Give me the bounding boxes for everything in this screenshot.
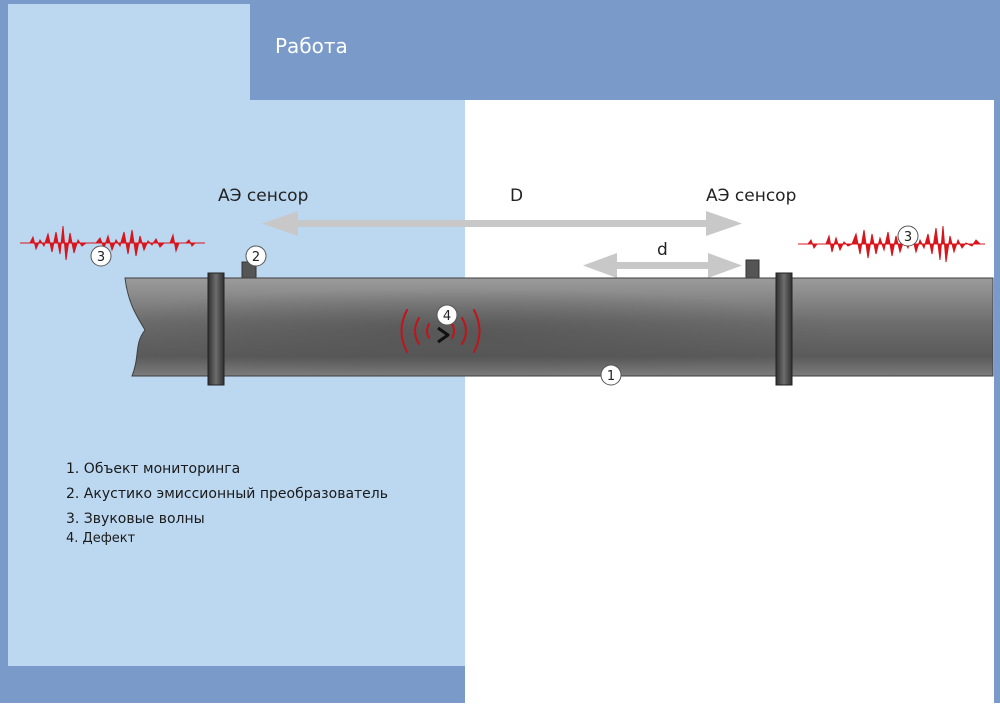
sound-wave-right bbox=[798, 225, 985, 263]
right-border bbox=[994, 0, 1000, 703]
distance-arrow-small bbox=[583, 253, 742, 278]
sound-wave-left bbox=[20, 225, 205, 261]
header-bar bbox=[250, 0, 1000, 100]
marker-defect: 4 bbox=[436, 304, 458, 326]
svg-text:3: 3 bbox=[904, 230, 912, 245]
distance-label-small: d bbox=[657, 240, 668, 260]
sensor-label-left: АЭ сенсор bbox=[218, 186, 308, 206]
marker-transducer: 2 bbox=[245, 245, 267, 267]
marker-wave-left: 3 bbox=[90, 245, 112, 267]
sensor-right bbox=[745, 259, 760, 280]
legend-item: 3. Звуковые волны bbox=[66, 511, 205, 527]
svg-text:1: 1 bbox=[607, 369, 615, 384]
footer-bar bbox=[0, 666, 465, 703]
legend-item: 4. Дефект bbox=[66, 531, 136, 546]
svg-text:4: 4 bbox=[443, 309, 451, 324]
legend: 1. Объект мониторинга 2. Акустико эмисси… bbox=[66, 461, 388, 546]
clamp-left bbox=[207, 272, 225, 386]
marker-wave-right: 3 bbox=[897, 225, 919, 247]
left-border bbox=[0, 0, 8, 703]
distance-arrow-big bbox=[262, 211, 742, 236]
distance-label-big: D bbox=[510, 186, 523, 206]
defect-crack bbox=[437, 326, 450, 344]
sensor-label-right: АЭ сенсор bbox=[706, 186, 796, 206]
marker-pipe: 1 bbox=[600, 364, 622, 386]
legend-item: 2. Акустико эмиссионный преобразователь bbox=[66, 486, 388, 502]
svg-text:2: 2 bbox=[252, 250, 260, 265]
defect-emission bbox=[400, 309, 481, 353]
legend-item: 1. Объект мониторинга bbox=[66, 461, 240, 477]
clamp-right bbox=[775, 272, 793, 386]
page-title: Работа bbox=[275, 34, 348, 58]
svg-text:3: 3 bbox=[97, 250, 105, 265]
